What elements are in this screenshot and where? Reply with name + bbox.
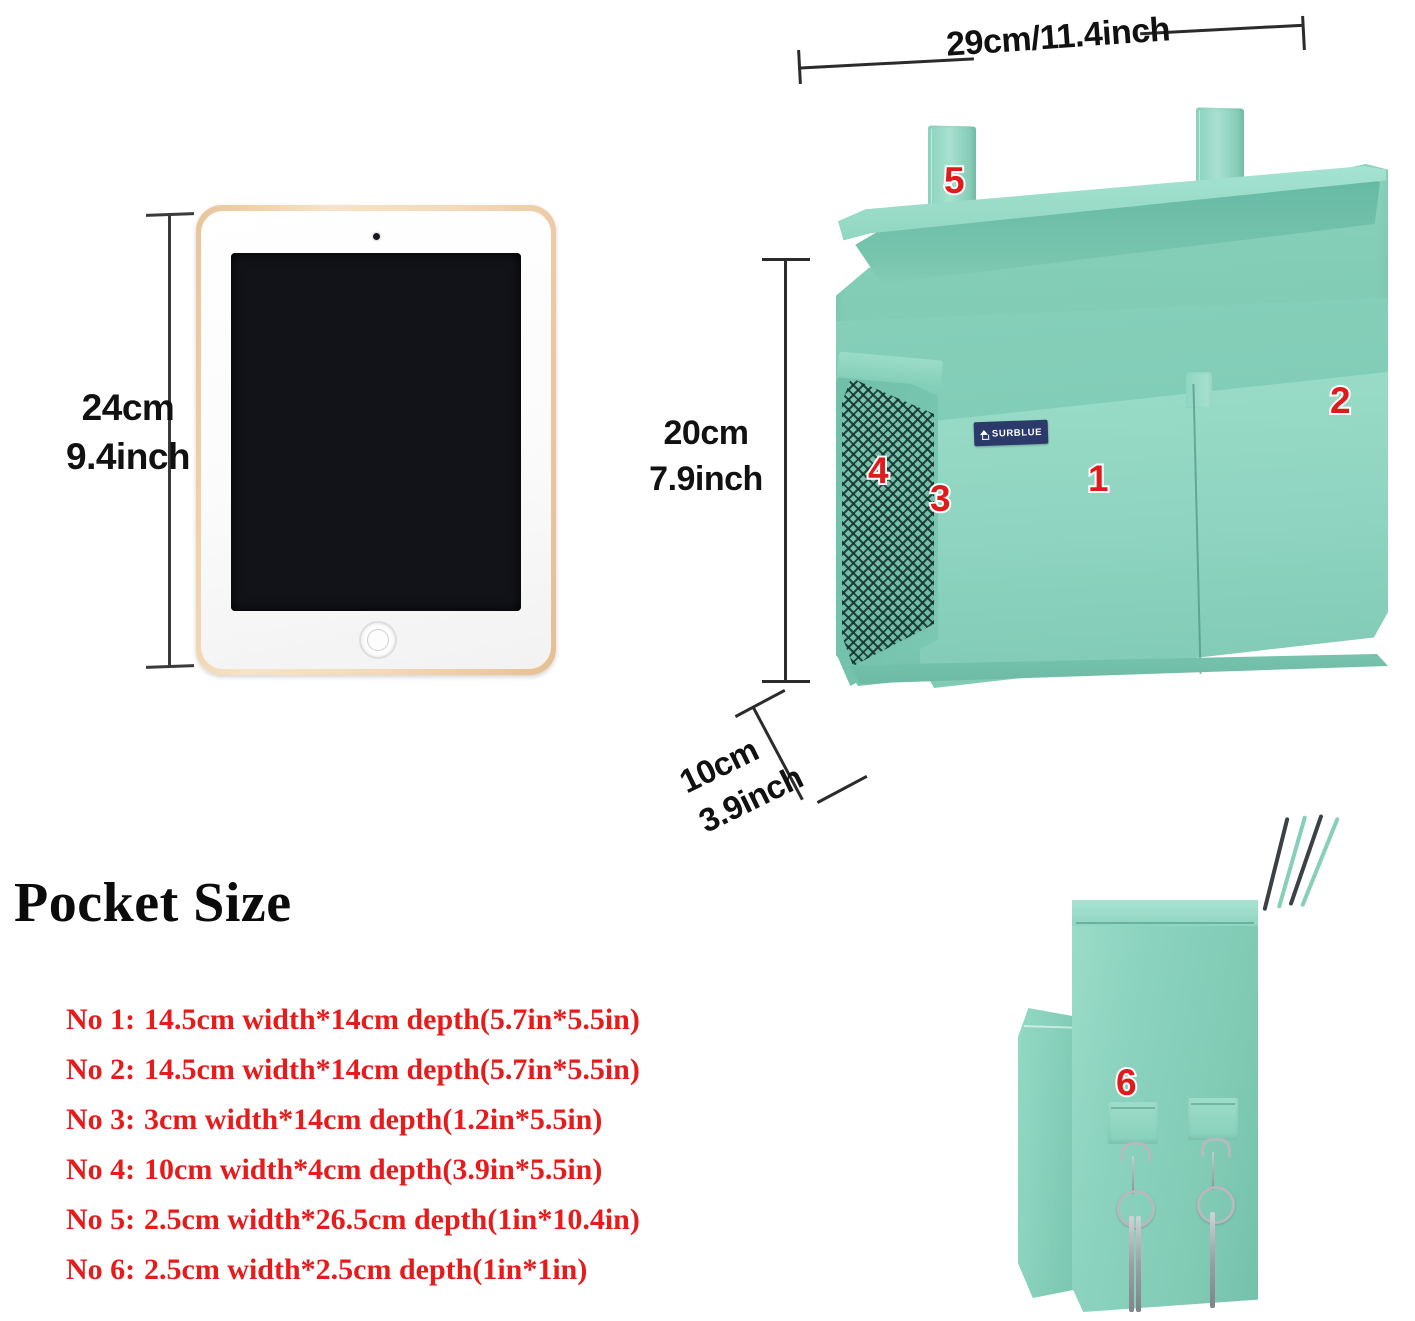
callout-4: 4 [866,450,890,491]
key-loop-left [1108,1102,1158,1144]
list-item: No 5:2.5cm width*26.5cm depth(1in*10.4in… [66,1195,786,1245]
list-item: No 6:2.5cm width*2.5cm depth(1in*1in) [66,1245,786,1295]
organizer-top-band [1072,900,1258,926]
callout-1: 1 [1086,458,1110,499]
dimension-cap-top [762,258,810,261]
tablet-screen [231,253,521,611]
home-button-icon [359,621,397,659]
callout-6: 6 [1114,1062,1138,1103]
dimension-cap-bottom [145,664,195,669]
pocket-spec: 14.5cm width*14cm depth(5.7in*5.5in) [144,1003,640,1036]
list-item: No 1:14.5cm width*14cm depth(5.7in*5.5in… [66,995,786,1045]
key-ring-right [1197,1186,1235,1224]
bag-height-inch: 7.9inch [649,460,763,498]
key-left-b [1136,1216,1141,1312]
bag-height-label: 20cm 7.9inch [610,410,802,502]
pocket-spec: 2.5cm width*2.5cm depth(1in*1in) [144,1253,588,1286]
key-hook-left [1132,1156,1134,1194]
pocket-spec: 14.5cm width*14cm depth(5.7in*5.5in) [144,1053,640,1086]
pocket-spec: 2.5cm width*26.5cm depth(1in*10.4in) [144,1203,640,1236]
bedside-organizer-illustration: SURBLUE 5 2 1 3 4 [820,60,1415,740]
dimension-cap-right [1301,15,1306,51]
key-right-a [1210,1212,1215,1308]
tablet-dimension-label: 24cm 9.4inch [8,383,248,481]
pocket-divider-tab [1186,372,1212,408]
tablet-bezel [201,211,551,669]
bag-width-label: 29cm/11.4inch [944,10,1172,64]
house-icon [980,429,989,438]
dimension-cap-bottom [762,680,810,683]
front-pocket-panel [920,372,1388,688]
key-loop-right [1188,1098,1238,1140]
key-left-a [1129,1216,1134,1312]
strap-dark-1 [1262,816,1290,912]
tablet-illustration [196,205,556,675]
tablet-frame [196,205,556,675]
camera-icon [372,233,380,240]
brand-label: SURBLUE [973,419,1049,447]
strap-bundle [1246,812,1346,932]
pocket-no: No 4: [66,1153,136,1186]
pocket-no: No 3: [66,1103,136,1136]
organizer-sideview-illustration: 6 [1010,812,1340,1317]
dimension-line-vertical [784,258,787,682]
list-item: No 2:14.5cm width*14cm depth(5.7in*5.5in… [66,1045,786,1095]
bag-height-dimension: 20cm 7.9inch [649,250,846,690]
callout-5: 5 [942,160,966,201]
mesh-pocket [842,378,934,666]
pocket-size-list: No 1:14.5cm width*14cm depth(5.7in*5.5in… [66,995,786,1295]
bag-height-cm: 20cm [663,414,749,452]
callout-3: 3 [928,478,952,519]
list-item: No 3:3cm width*14cm depth(1.2in*5.5in) [66,1095,786,1145]
dimension-line-vertical [168,213,171,667]
key-clasp-left [1121,1142,1151,1161]
tablet-dimension-cm: 24cm [81,387,175,428]
tablet-height-dimension: 24cm 9.4inch [66,205,208,675]
pocket-no: No 5: [66,1203,136,1236]
key-clasp-right [1201,1138,1231,1157]
callout-2: 2 [1328,380,1352,421]
pocket-spec: 10cm width*4cm depth(3.9in*5.5in) [144,1153,603,1186]
brand-name: SURBLUE [991,426,1043,440]
organizer-top-seam [1076,922,1254,924]
key-hook-right [1212,1152,1214,1190]
pocket-spec: 3cm width*14cm depth(1.2in*5.5in) [144,1103,603,1136]
pocket-no: No 1: [66,1003,136,1036]
list-item: No 4:10cm width*4cm depth(3.9in*5.5in) [66,1145,786,1195]
pocket-no: No 6: [66,1253,136,1286]
page-title: Pocket Size [14,872,292,934]
tablet-dimension-inch: 9.4inch [66,436,191,477]
pocket-no: No 2: [66,1053,136,1086]
